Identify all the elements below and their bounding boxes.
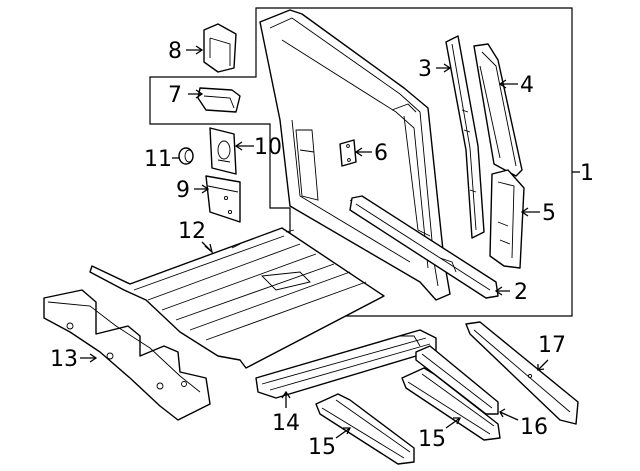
corner-panel-part [489, 169, 525, 269]
callout-7: 7 [168, 83, 182, 108]
floor-rail-part [349, 195, 499, 299]
callout-5: 5 [542, 201, 556, 226]
pillar-trim-part [473, 43, 523, 177]
callout-4: 4 [520, 73, 534, 98]
arrow-4 [498, 79, 518, 89]
callout-17: 17 [538, 333, 566, 358]
floor-pan-part [89, 227, 385, 369]
callout-16: 16 [520, 415, 548, 440]
callout-13: 13 [50, 347, 78, 372]
arrow-3 [436, 63, 452, 73]
arrow-15b [445, 417, 462, 429]
arrow-6 [354, 147, 372, 157]
callout-8: 8 [168, 39, 182, 64]
arrow-14 [281, 390, 291, 408]
outer-rail-part [465, 321, 579, 425]
arrow-10 [234, 141, 254, 151]
arrow-9 [194, 184, 210, 194]
pillar-reinforcement-part [445, 35, 485, 239]
arrow-12 [201, 241, 214, 254]
arrow-7 [188, 89, 204, 99]
arrow-17 [537, 359, 549, 371]
assembly-bracket-frame [149, 7, 573, 317]
arrow-5 [520, 207, 540, 217]
callout-6: 6 [374, 141, 388, 166]
upper-bracket-part [203, 23, 237, 73]
arrow-16 [499, 408, 519, 421]
callout-10: 10 [254, 135, 282, 160]
cap-bracket-part [197, 87, 241, 113]
floor-crossmember-part [43, 289, 211, 421]
side-rail-part [415, 345, 499, 415]
callout-3: 3 [418, 57, 432, 82]
rail-crossmember-left-part [315, 393, 415, 465]
callout-15a: 15 [308, 435, 336, 460]
callout-12: 12 [178, 219, 206, 244]
callout-1: 1 [580, 161, 594, 186]
callout-14: 14 [272, 411, 300, 436]
arrow-2 [494, 286, 510, 296]
callout-9: 9 [176, 178, 190, 203]
callout-2: 2 [514, 280, 528, 305]
arrow-15a [335, 427, 352, 439]
callout-11: 11 [144, 147, 172, 172]
rail-crossmember-right-part [401, 367, 501, 441]
rear-sill-part [255, 329, 437, 399]
plate-bracket-part [205, 175, 241, 223]
access-cover-part [209, 127, 237, 175]
arrow-8 [186, 45, 204, 55]
plug-part [178, 147, 194, 165]
callout-15b: 15 [418, 427, 446, 452]
bracket-small-part [339, 139, 357, 167]
arrow-13 [80, 353, 98, 363]
